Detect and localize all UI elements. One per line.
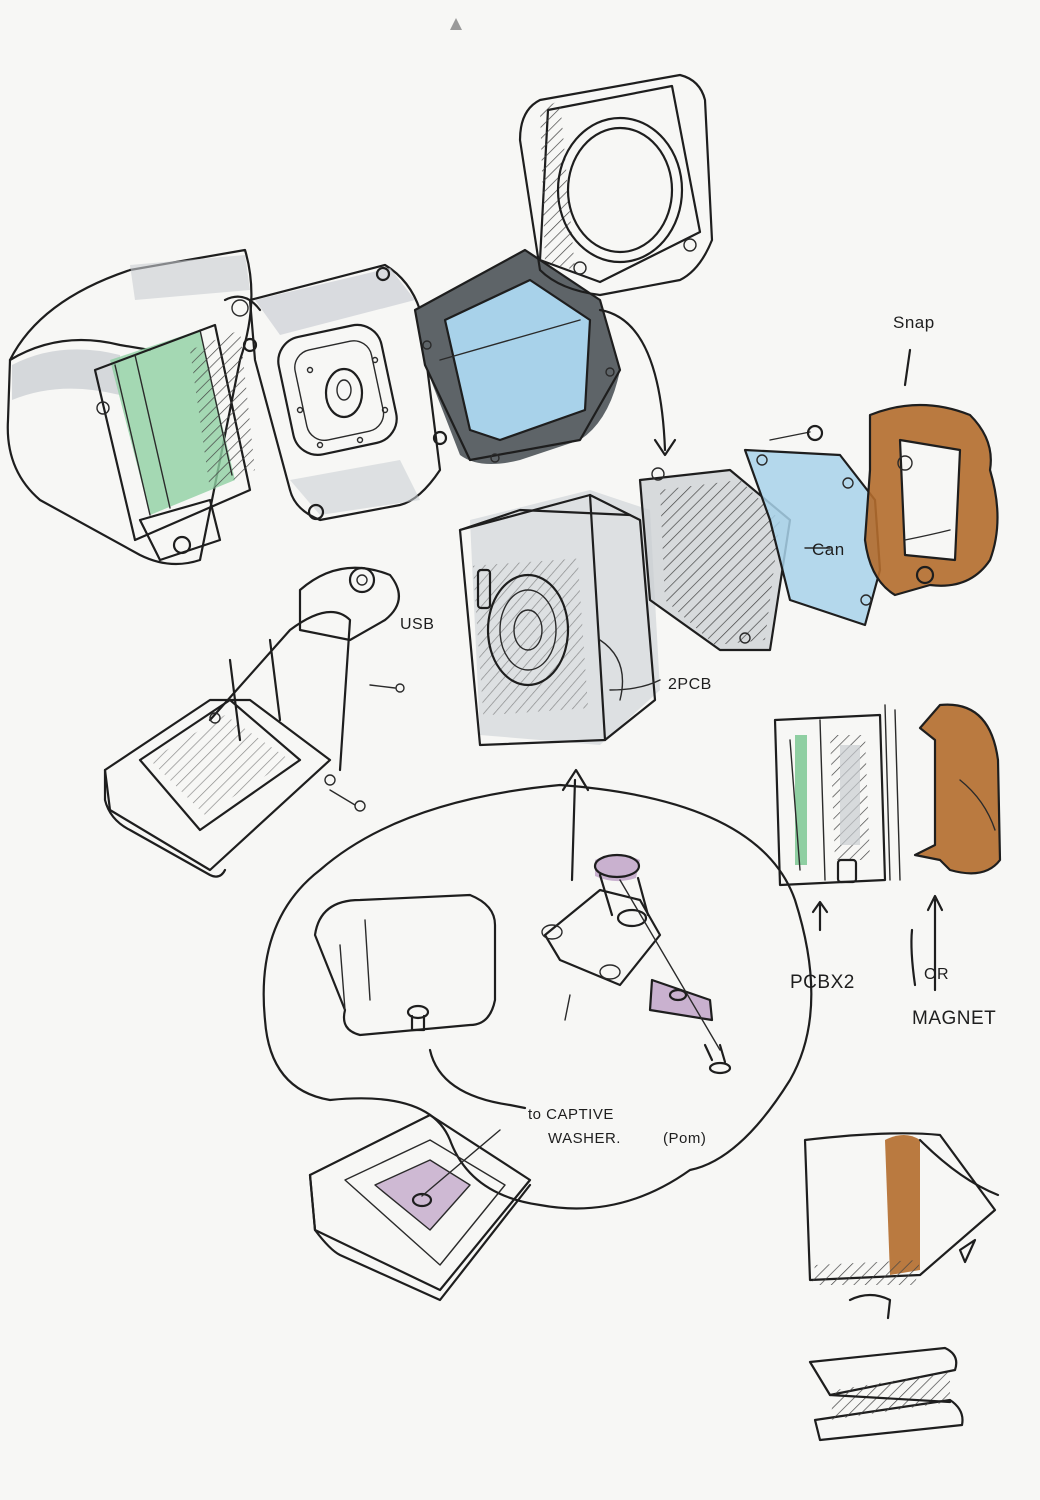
main-body xyxy=(458,490,661,747)
snap-leader xyxy=(903,348,912,387)
gasket-frame xyxy=(413,248,622,464)
zigzag-detail xyxy=(808,1346,964,1442)
pencil-mark xyxy=(450,18,462,30)
washer-leader xyxy=(428,1048,527,1110)
fan-plate xyxy=(242,263,448,522)
label-or: OR xyxy=(924,966,949,983)
label-snap: Snap xyxy=(893,313,935,332)
fastener-stack xyxy=(541,853,732,1075)
assembly-arrow-bezel xyxy=(598,308,667,452)
side-section xyxy=(773,703,1002,992)
label-pom: (Pom) xyxy=(663,1130,707,1147)
base-plate xyxy=(308,1113,532,1302)
can-cover xyxy=(743,424,882,627)
label-captive-washer-2: WASHER. xyxy=(548,1130,621,1147)
label-magnet: MAGNET xyxy=(912,1008,997,1029)
label-usb: USB xyxy=(400,616,435,633)
detail-callout-loop xyxy=(262,783,813,1210)
cap-housing xyxy=(313,893,497,1037)
label-captive-washer-1: to CAPTIVE xyxy=(528,1106,614,1123)
ring-bezel xyxy=(518,73,714,297)
snap-frame xyxy=(863,403,999,597)
assembly-arrow-up xyxy=(570,778,577,882)
label-can: Can xyxy=(812,540,845,559)
blue-lens xyxy=(445,280,590,440)
rear-housing xyxy=(6,248,262,566)
label-pcb-x2: PCBX2 xyxy=(790,972,855,993)
pcb-block xyxy=(638,467,792,652)
corner-detail xyxy=(803,1132,1000,1320)
label-2pcb: 2PCB xyxy=(668,676,712,693)
hinge-bracket xyxy=(103,566,405,878)
